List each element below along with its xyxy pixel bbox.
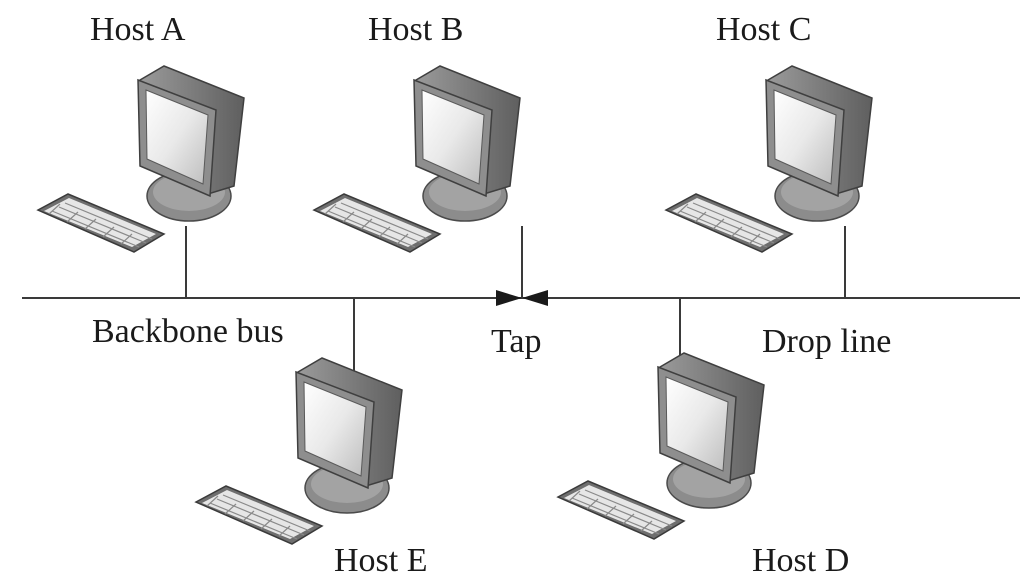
host-c-computer-icon [665, 65, 873, 253]
host-d-computer-icon [557, 352, 765, 540]
tap-label: Tap [491, 323, 542, 360]
host-e-label: Host E [334, 542, 428, 577]
drop-line-label: Drop line [762, 323, 891, 360]
host-e-computer-icon [195, 357, 403, 545]
backbone-bus-label: Backbone bus [92, 313, 284, 350]
host-a-computer-icon [37, 65, 245, 253]
host-b-label: Host B [368, 11, 463, 48]
host-d-label: Host D [752, 542, 849, 577]
host-a-label: Host A [90, 11, 186, 48]
tap-icon [496, 290, 548, 306]
host-c-label: Host C [716, 11, 811, 48]
host-b-computer-icon [313, 65, 521, 253]
